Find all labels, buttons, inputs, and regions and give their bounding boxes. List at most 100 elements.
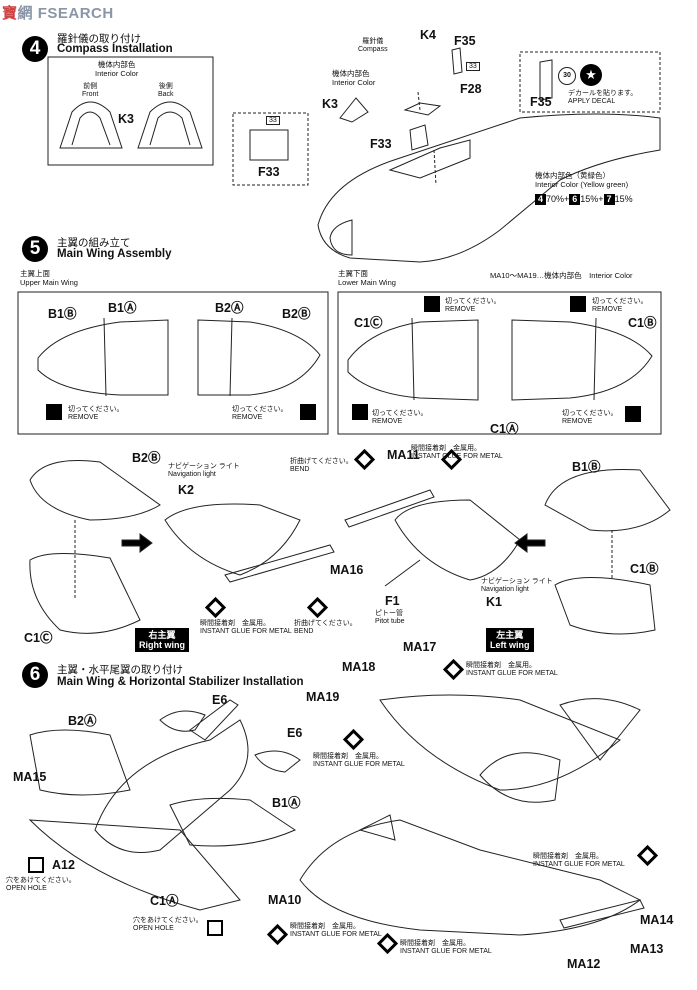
- remove-label-2: 切ってください。REMOVE: [232, 406, 287, 422]
- part-ma14: MA14: [640, 913, 674, 927]
- back-jp: 後側: [158, 83, 173, 90]
- part-33-ref: 33: [466, 62, 480, 71]
- ma-interior-note: MA10〜MA19…機体内部色 Interior Color: [490, 271, 633, 280]
- bend-en-right: BEND: [294, 628, 314, 635]
- part-ma13: MA13: [630, 942, 664, 956]
- left-wing-en: Left wing: [490, 640, 530, 650]
- watermark: 寶網 FSEARCH: [2, 2, 114, 23]
- glue-en-ma12: INSTANT GLUE FOR METAL: [400, 948, 492, 955]
- part-k3: K3: [322, 97, 338, 111]
- upper-wing-right-half: [37, 319, 169, 396]
- open-hole-icon: [28, 857, 44, 873]
- bend-en-left: BEND: [290, 466, 310, 473]
- lower-wing-frame: [337, 291, 662, 435]
- nav-en-right: Navigation light: [168, 471, 216, 478]
- fuselage-top-front: [479, 752, 561, 803]
- part-c1c-wing: C1Ⓒ: [24, 631, 53, 645]
- right-wing-jp: 右主翼: [148, 630, 176, 640]
- part-f33-small: F33: [258, 165, 280, 179]
- upper-wing-left-half: [197, 319, 321, 396]
- remove-en-6: REMOVE: [562, 418, 593, 425]
- interior-color-box: [47, 56, 214, 166]
- part-ma19: MA19: [306, 690, 340, 704]
- star-icon: ★: [580, 64, 602, 86]
- e6-stabilizer-top: [159, 710, 206, 732]
- interior-color-label: 機体内部色 Interior Color: [95, 60, 138, 78]
- remove-mark-icon: [352, 404, 368, 420]
- glue-label-ma14: 瞬間接着剤 金属用。INSTANT GLUE FOR METAL: [533, 853, 625, 869]
- part-b2b-wing: B2Ⓑ: [132, 451, 161, 465]
- remove-en-3: REMOVE: [445, 306, 476, 313]
- glue-jp-ma19: 瞬間接着剤 金属用。: [313, 753, 383, 760]
- step6-title-en: Main Wing & Horizontal Stabilizer Instal…: [57, 676, 304, 688]
- watermark-f: F: [37, 5, 48, 22]
- remove-jp-3: 切ってください。: [445, 298, 501, 305]
- part-ma17: MA17: [403, 640, 437, 654]
- lower-wing-en: Lower Main Wing: [338, 277, 396, 287]
- step-number-4: 4: [22, 36, 48, 62]
- remove-mark-icon: [300, 404, 316, 420]
- part-b1a: B1Ⓐ: [272, 796, 301, 810]
- lower-wing-label: 主翼下面 Lower Main Wing: [338, 269, 396, 287]
- part-e6-side: E6: [287, 726, 303, 740]
- glue-label-left: 瞬間接着剤 金属用。INSTANT GLUE FOR METAL: [411, 445, 503, 461]
- glue-en-left: INSTANT GLUE FOR METAL: [411, 453, 503, 460]
- glue-jp-ma10: 瞬間接着剤 金属用。: [290, 923, 360, 930]
- remove-jp-5: 切ってください。: [372, 410, 428, 417]
- mix-pct-3: 15%: [614, 194, 633, 204]
- open-hole-label-2: 穴をあけてください。OPEN HOLE: [133, 917, 203, 933]
- part-f35: F35: [454, 34, 476, 48]
- k3-back-panel: [137, 101, 203, 149]
- remove-jp-6: 切ってください。: [562, 410, 618, 417]
- pitot-en: Pitot tube: [375, 618, 405, 625]
- remove-label-6: 切ってください。REMOVE: [562, 410, 617, 426]
- front-jp: 前側: [83, 83, 98, 90]
- part-b2a-upper: B2Ⓐ: [215, 301, 244, 315]
- glue-jp-ma17: 瞬間接着剤 金属用。: [466, 662, 536, 669]
- hole-jp-1: 穴をあけてください。: [6, 877, 76, 884]
- glue-label-ma12: 瞬間接着剤 金属用。INSTANT GLUE FOR METAL: [400, 940, 492, 956]
- part-b2a: B2Ⓐ: [68, 714, 97, 728]
- arrow-left-icon: [514, 533, 546, 553]
- remove-en-4: REMOVE: [592, 306, 623, 313]
- part-ma18: MA18: [342, 660, 376, 674]
- b2b-wing-top: [29, 459, 161, 521]
- compass-label: 羅針儀 Compass: [358, 38, 388, 54]
- glue-label-ma17: 瞬間接着剤 金属用。INSTANT GLUE FOR METAL: [466, 662, 558, 678]
- glue-label-ma19: 瞬間接着剤 金属用。INSTANT GLUE FOR METAL: [313, 753, 405, 769]
- e6-stabilizer-side: [254, 750, 301, 773]
- remove-en-2: REMOVE: [232, 414, 263, 421]
- interior-color-label-2: 機体内部色 Interior Color: [332, 69, 375, 87]
- ma12-14-parts: [559, 899, 645, 929]
- part-ma11: MA11: [387, 448, 420, 462]
- upper-wing-label: 主翼上面 Upper Main Wing: [20, 269, 78, 287]
- pitot-tube: [384, 559, 421, 587]
- glue-en-ma14: INSTANT GLUE FOR METAL: [533, 861, 625, 868]
- decal-jp: デカールを貼ります。: [568, 90, 638, 97]
- glue-jp-right: 瞬間接着剤 金属用。: [200, 620, 270, 627]
- glue-label-ma10: 瞬間接着剤 金属用。INSTANT GLUE FOR METAL: [290, 923, 382, 939]
- part-c1a: C1Ⓐ: [150, 894, 179, 908]
- hole-en-1: OPEN HOLE: [6, 885, 47, 892]
- lower-wing-left-half: [511, 319, 653, 401]
- lower-wing-jp: 主翼下面: [338, 269, 368, 278]
- assembled-wing-top: [379, 694, 621, 791]
- bend-label-right: 折曲げてください。BEND: [294, 620, 357, 636]
- ma11-part: [344, 489, 435, 528]
- mix-pct-2: 15%: [580, 194, 599, 204]
- glue-jp-ma12: 瞬間接着剤 金属用。: [400, 940, 470, 947]
- arrow-right-icon: [121, 533, 153, 553]
- part-c1a-lower: C1Ⓐ: [490, 422, 519, 436]
- front-en: Front: [82, 91, 99, 98]
- mix-paint-2: 6: [569, 194, 581, 205]
- upper-wing-en: Upper Main Wing: [20, 277, 78, 287]
- part-f35-decal: F35: [530, 95, 552, 109]
- glue-en-right: INSTANT GLUE FOR METAL: [200, 628, 292, 635]
- bend-jp-left: 折曲げてください。: [290, 458, 353, 465]
- step-number-5: 5: [22, 236, 48, 262]
- watermark-right: SEARCH: [47, 5, 114, 22]
- remove-jp-4: 切ってください。: [592, 298, 648, 305]
